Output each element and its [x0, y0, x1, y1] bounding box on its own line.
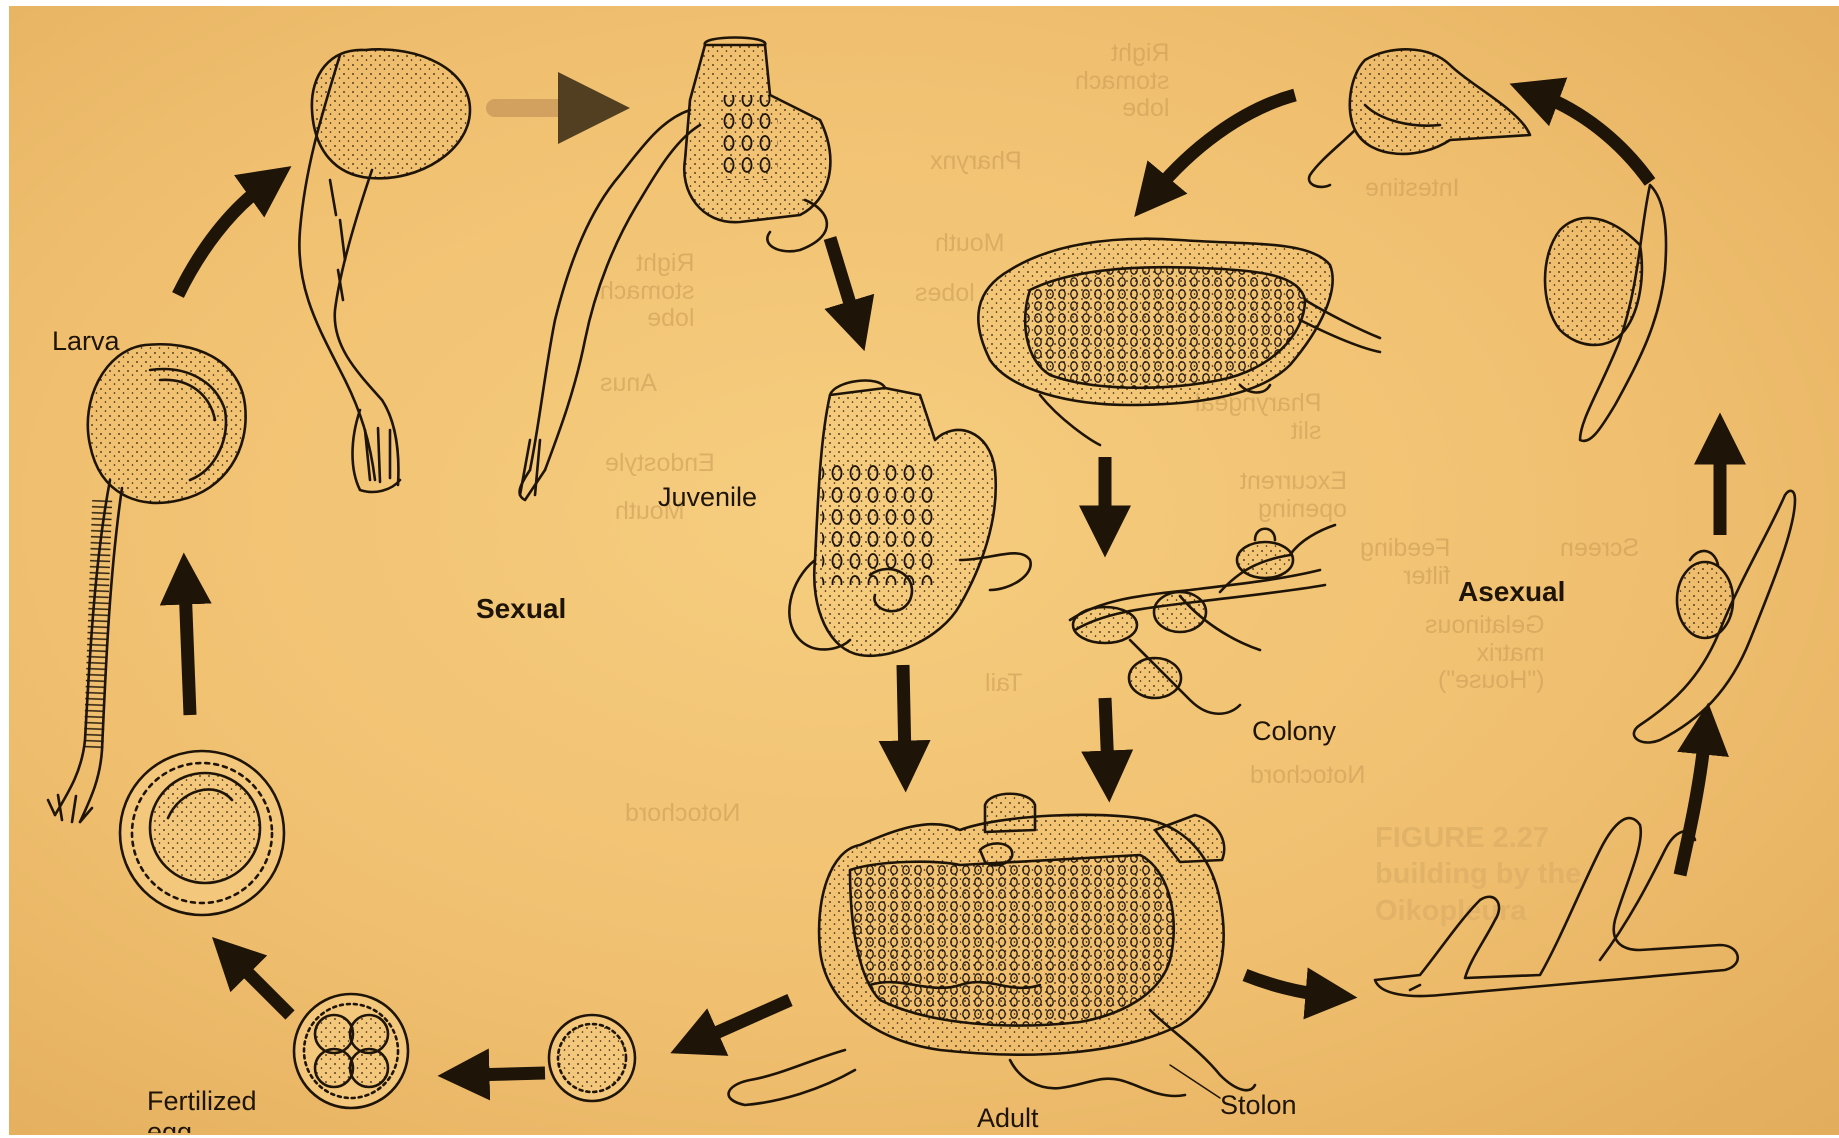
arrow-egg-to-cleavage	[470, 1073, 545, 1075]
label-larva: Larva	[52, 328, 120, 355]
arrow-adult-to-egg	[700, 1000, 790, 1040]
bud-stalk	[1545, 185, 1666, 441]
larva-early	[48, 344, 246, 822]
budding-zooid-top	[1309, 49, 1530, 187]
arrow-juvenile-to-adult	[903, 665, 905, 760]
arrow-juvenile-to-juvenile	[830, 238, 855, 320]
adult-zooid	[978, 239, 1380, 445]
label-juvenile: Juvenile	[658, 484, 757, 511]
embryo-in-membrane	[120, 751, 284, 915]
arrow-embryo-to-larva	[185, 585, 190, 715]
arrow-adult-to-stolon	[1245, 975, 1325, 995]
arrow-cleavage-to-embryo	[235, 960, 290, 1015]
label-fertilized-egg: Fertilized egg	[147, 1088, 257, 1133]
label-adult: Adult	[977, 1105, 1039, 1132]
label-colony: Colony	[1252, 718, 1336, 745]
label-fertilized-egg-line1: Fertilized	[147, 1088, 257, 1115]
juvenile	[789, 381, 1030, 656]
label-fertilized-egg-line2: egg	[147, 1119, 257, 1133]
colony	[1070, 525, 1335, 714]
label-sexual: Sexual	[476, 595, 566, 623]
cleaving-egg	[294, 994, 408, 1108]
label-asexual: Asexual	[1458, 578, 1565, 606]
adult	[729, 794, 1255, 1105]
label-stolon: Stolon	[1220, 1092, 1297, 1119]
arrow-larva-to-larva-tadpole	[178, 185, 265, 295]
larva-tadpole	[299, 49, 470, 492]
arrow-colony-to-adult	[1105, 698, 1108, 770]
single-egg	[549, 1015, 635, 1101]
arrow-stolon-to-growing-bud	[1680, 735, 1705, 875]
arrow-top-zooid-to-adult-zooid	[1155, 95, 1295, 192]
arrow-stalk-to-top-zooid	[1540, 95, 1650, 182]
